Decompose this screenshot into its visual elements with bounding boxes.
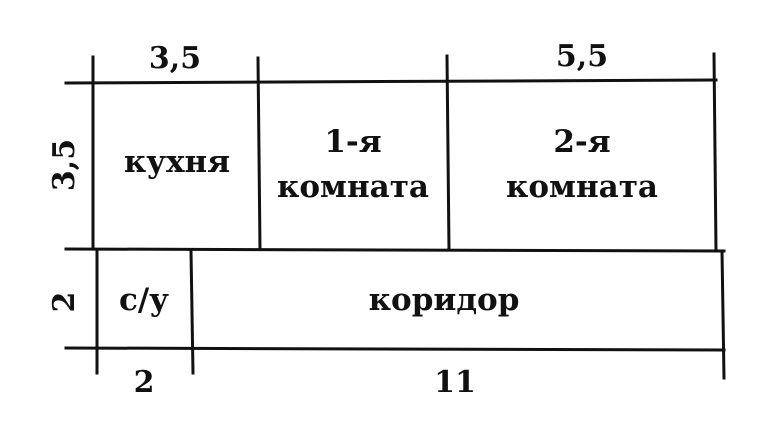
bottom-left-dimension: 2 [134, 365, 155, 400]
middle-wall [64, 247, 726, 253]
kitchen-room1-wall [256, 56, 262, 251]
room1-label-word: комната [277, 169, 429, 205]
top-row-walls [64, 52, 726, 380]
left-top-dimension: 3,5 [47, 139, 82, 191]
room2-label-word: комната [506, 169, 658, 205]
bathroom-label: с/у [119, 282, 169, 318]
left-bottom-dimension: 2 [47, 292, 82, 313]
corridor-label: коридор [369, 282, 520, 318]
room1-label-number: 1-я [324, 124, 381, 160]
right-wall-upper [712, 52, 718, 253]
top-right-dimension: 5,5 [556, 39, 608, 74]
bottom-right-dimension: 11 [434, 365, 476, 400]
top-wall [64, 78, 718, 85]
bottom-wall [64, 346, 726, 352]
room1-room2-wall [445, 54, 451, 252]
room2-label-number: 2-я [553, 124, 610, 160]
kitchen-label: кухня [124, 144, 230, 180]
bathroom-corridor-wall [189, 249, 195, 375]
top-left-dimension: 3,5 [149, 41, 201, 76]
right-wall-lower [720, 249, 726, 380]
